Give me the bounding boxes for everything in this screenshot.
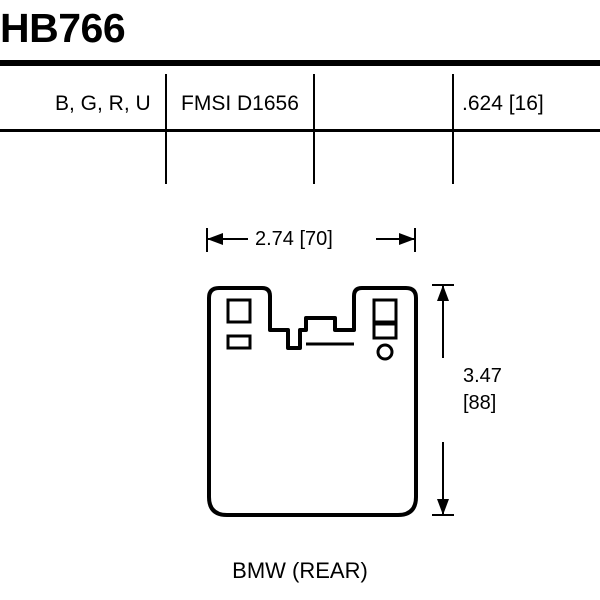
thickness-dimension: .624 [16] xyxy=(462,92,544,115)
part-number: HB766 xyxy=(0,5,126,51)
width-dimension-label: 2.74 [70] xyxy=(255,228,333,250)
height-dimension-line xyxy=(432,284,458,516)
header-divider-bottom xyxy=(0,129,600,132)
height-dimension-inches: 3.47 xyxy=(463,365,502,387)
vehicle-application-caption: BMW (REAR) xyxy=(232,558,368,583)
height-dimension-mm: [88] xyxy=(463,392,497,414)
width-dimension-line xyxy=(206,226,416,252)
brake-pad-outline xyxy=(207,286,418,517)
pad-backing-features xyxy=(226,298,398,361)
header-divider-top xyxy=(0,60,600,66)
compound-codes: B, G, R, U xyxy=(55,92,151,115)
fmsi-number: FMSI D1656 xyxy=(181,92,299,115)
height-dimension-label: 3.47 [88] xyxy=(463,363,502,417)
